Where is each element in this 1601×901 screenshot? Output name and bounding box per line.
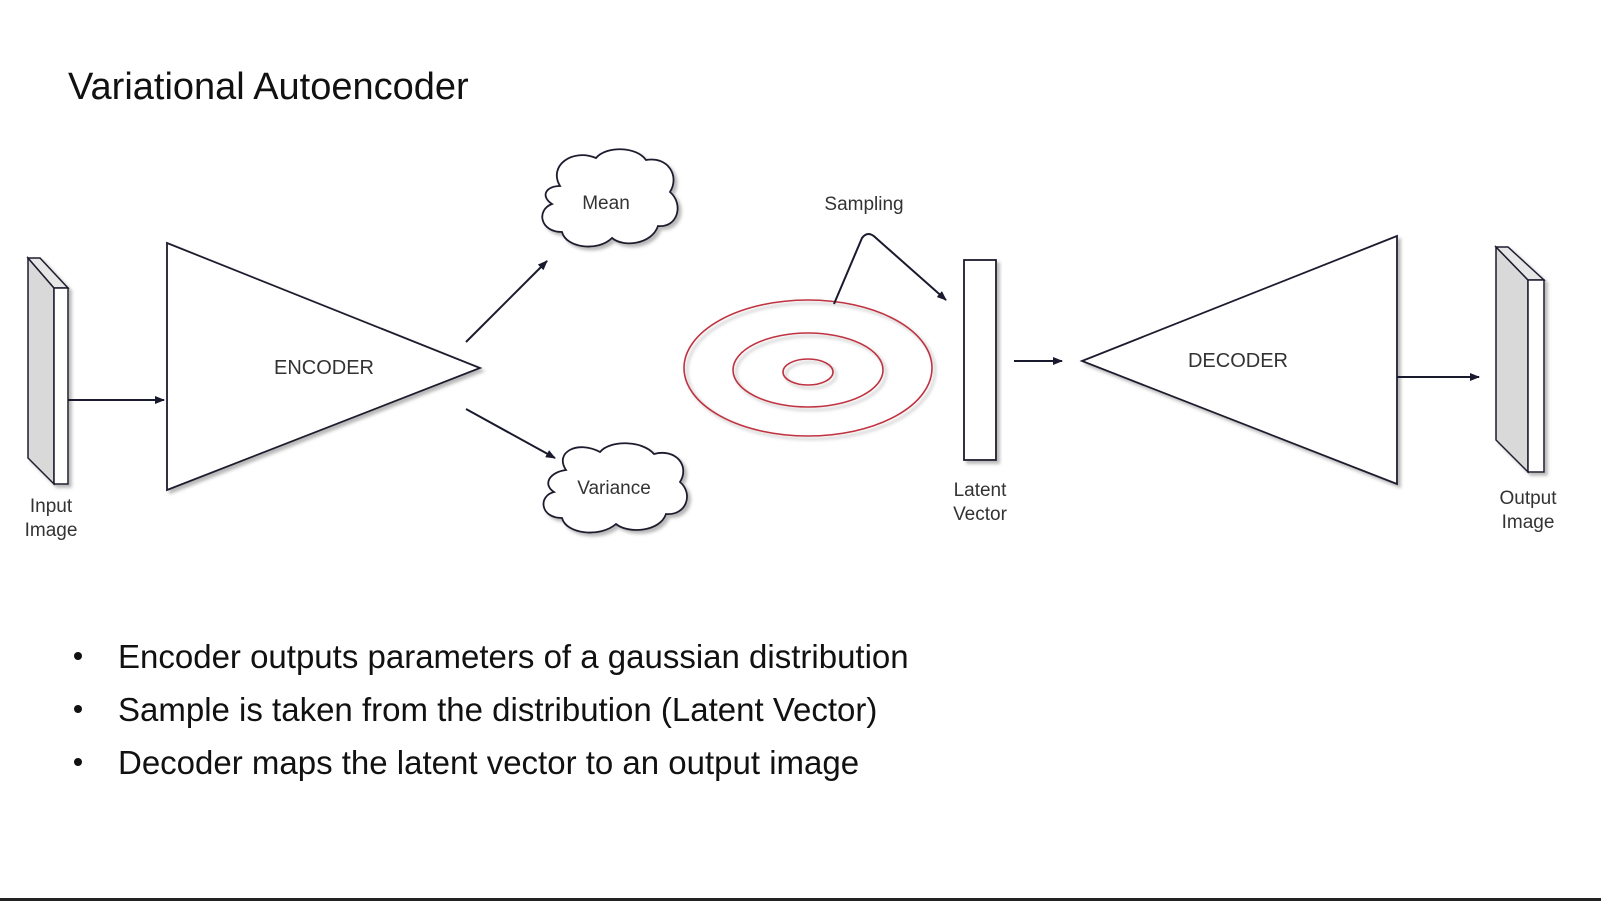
bullet-dot (74, 705, 82, 713)
bullet-list: Encoder outputs parameters of a gaussian… (74, 630, 909, 789)
latent-vector-label-line1: Latent (954, 480, 1008, 501)
slide-title: Variational Autoencoder (68, 66, 469, 108)
bottom-rule (0, 898, 1601, 901)
sampling-arrow (833, 233, 947, 305)
output-image-block (1494, 245, 1546, 474)
input-image-block (26, 255, 70, 486)
decoder-triangle (1079, 234, 1398, 486)
sampling-label: Sampling (824, 194, 903, 215)
vae-diagram: Input Image ENCODER Mean Variance Sampli… (25, 148, 1557, 541)
output-image-label-line2: Image (1502, 512, 1555, 533)
latent-vector-block (963, 259, 997, 461)
encoder-triangle (166, 241, 483, 492)
mean-label: Mean (582, 193, 630, 214)
bullet-text: Encoder outputs parameters of a gaussian… (118, 638, 909, 675)
bullet-text: Decoder maps the latent vector to an out… (118, 744, 860, 781)
input-image-label-line2: Image (25, 520, 78, 541)
gaussian-distribution-rings (683, 299, 933, 437)
arrow-encoder-to-mean (465, 260, 548, 343)
bullet-item: Sample is taken from the distribution (L… (74, 683, 909, 736)
encoder-label: ENCODER (274, 357, 374, 379)
variance-cloud (542, 442, 688, 534)
arrow-encoder-to-variance (465, 408, 556, 459)
bullet-dot (74, 758, 82, 766)
bullet-text: Sample is taken from the distribution (L… (118, 691, 878, 728)
input-image-label-line1: Input (30, 496, 73, 517)
decoder-label: DECODER (1188, 350, 1288, 372)
bullet-item: Decoder maps the latent vector to an out… (74, 736, 909, 789)
bullet-item: Encoder outputs parameters of a gaussian… (74, 630, 909, 683)
mean-cloud (541, 148, 679, 248)
variance-label: Variance (577, 478, 651, 499)
latent-vector-label-line2: Vector (953, 504, 1008, 525)
output-image-label-line1: Output (1499, 488, 1557, 509)
bullet-dot (74, 652, 82, 660)
